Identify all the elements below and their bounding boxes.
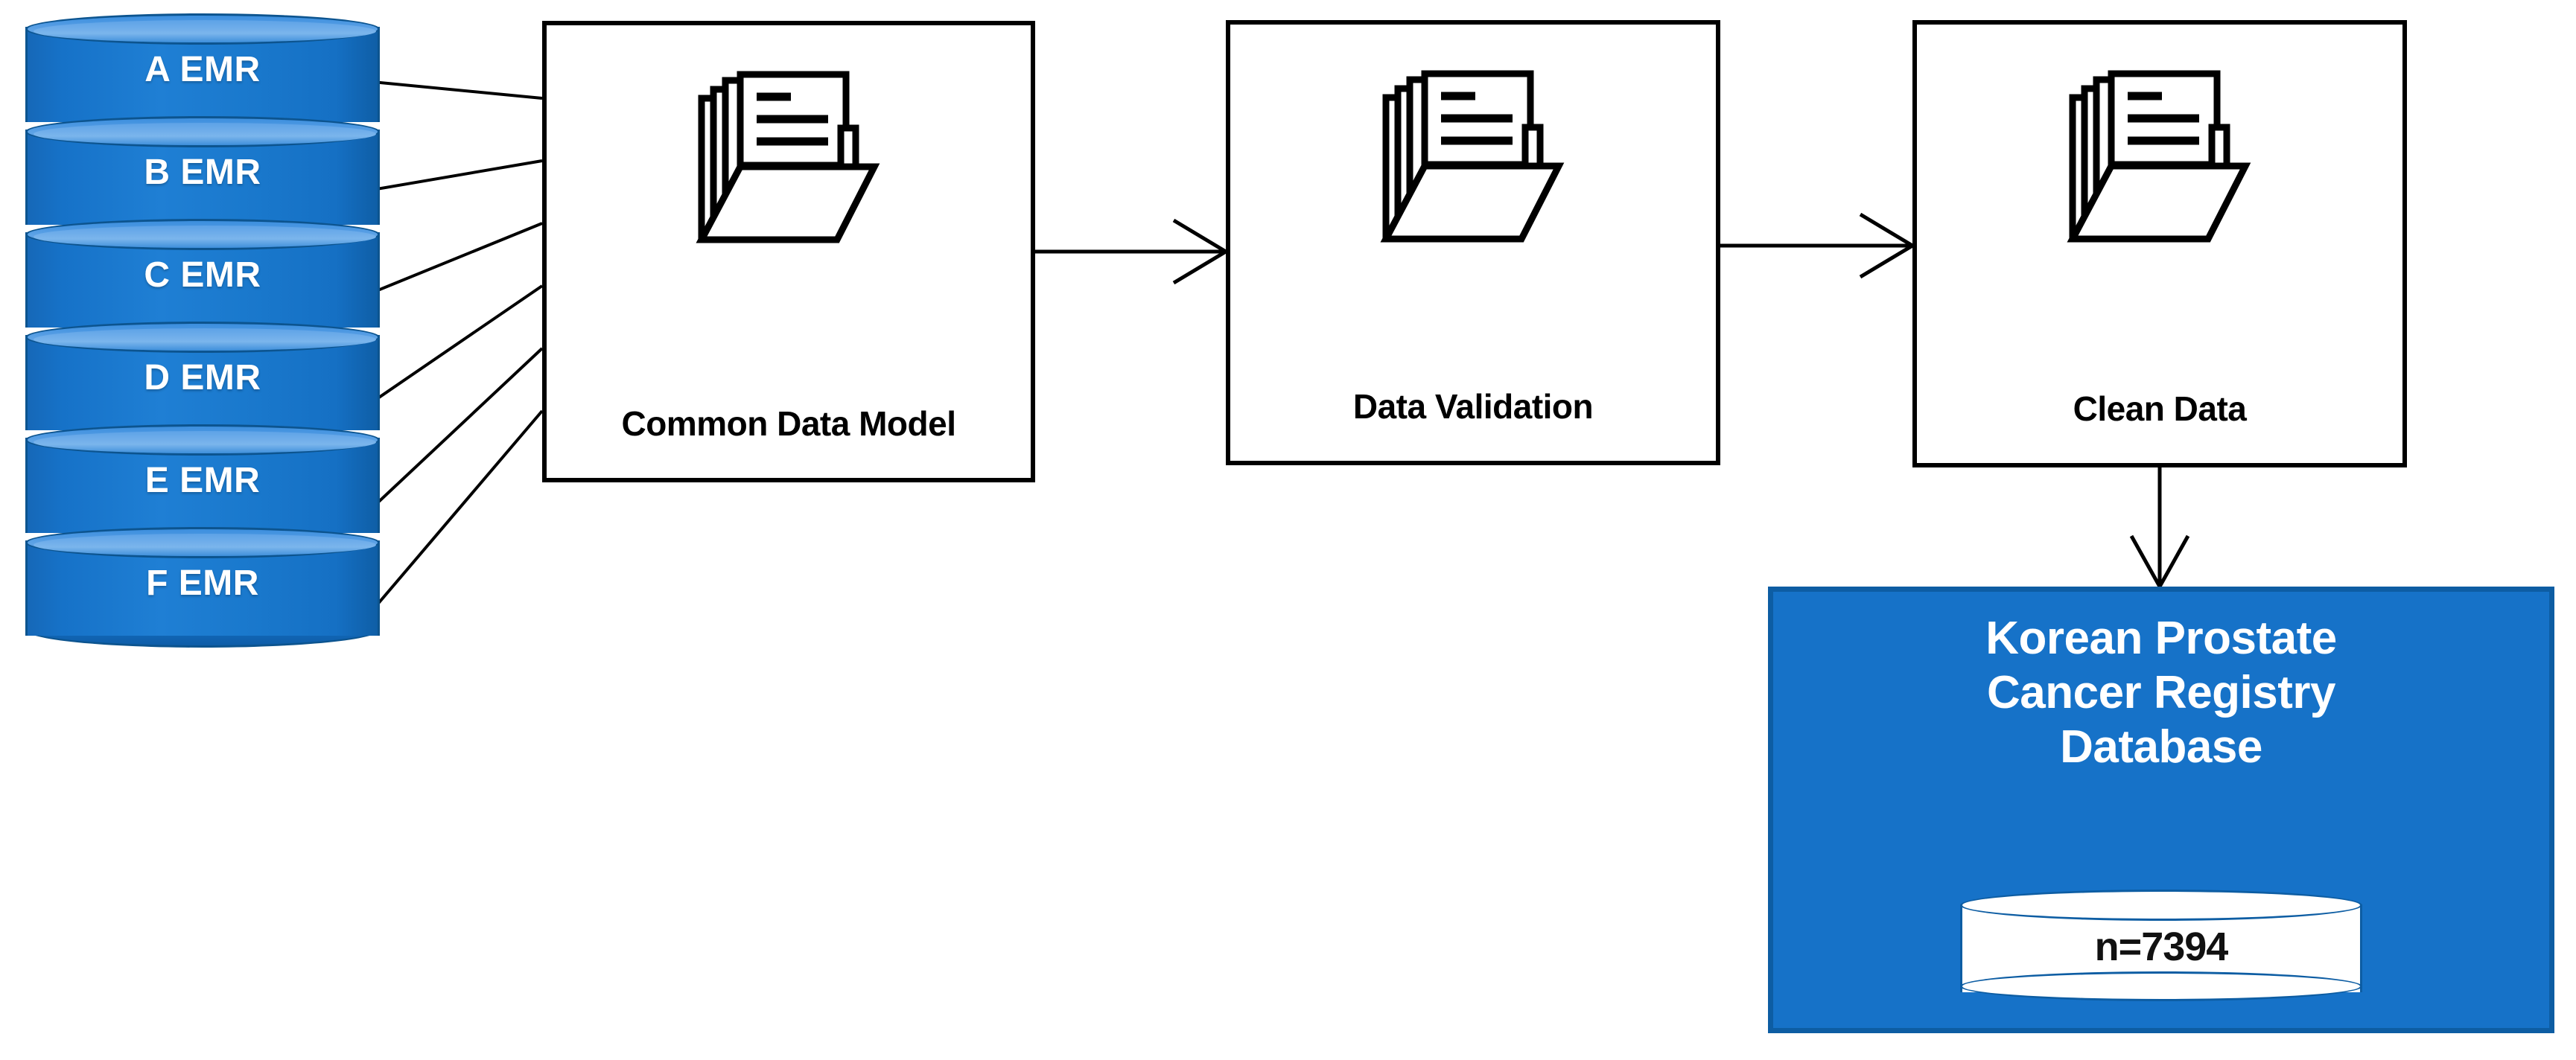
connector-e-emr <box>371 347 544 509</box>
emr-cylinder-cap <box>25 219 380 250</box>
connector-b-emr <box>372 159 543 191</box>
arrow-cdm-to-validation <box>1035 218 1230 285</box>
process-label-clean-data: Clean Data <box>2073 389 2247 428</box>
registry-title: Korean Prostate Cancer Registry Database <box>1773 611 2549 774</box>
process-label-data-validation: Data Validation <box>1352 387 1594 426</box>
registry-title-line-2: Cancer Registry <box>1986 667 2336 719</box>
registry-cylinder-top <box>1960 890 2362 921</box>
emr-cylinder-d[interactable]: D EMR <box>25 322 380 430</box>
emr-source-stack: A EMR B EMR C EMR D EMR E EMR F EMR <box>25 13 380 648</box>
folder-with-documents-icon <box>688 54 889 269</box>
registry-count-label: n=7394 <box>2094 925 2229 969</box>
emr-cylinder-b[interactable]: B EMR <box>25 116 380 225</box>
process-label-common-data-model: Common Data Model <box>621 404 956 443</box>
emr-cylinder-cap <box>25 116 380 147</box>
emr-cylinder-cap <box>25 527 380 558</box>
process-box-data-validation[interactable]: Data Validation <box>1226 20 1720 465</box>
folder-with-documents-icon <box>2059 53 2260 269</box>
connector-d-emr <box>371 284 544 403</box>
connector-c-emr <box>372 222 543 294</box>
registry-title-line-1: Korean Prostate <box>1985 613 2337 664</box>
registry-count-cylinder: n=7394 <box>1960 890 2362 1001</box>
process-box-clean-data[interactable]: Clean Data <box>1912 20 2407 467</box>
process-box-common-data-model[interactable]: Common Data Model <box>542 21 1035 482</box>
registry-title-line-3: Database <box>2060 721 2262 773</box>
emr-cylinder-cap <box>25 424 380 456</box>
registry-cylinder-bottom <box>1960 971 2362 1001</box>
connector-f-emr <box>371 409 544 612</box>
arrow-validation-to-clean <box>1720 212 1916 279</box>
emr-cylinder-f[interactable]: F EMR <box>25 527 380 636</box>
emr-cylinder-cap <box>25 13 380 45</box>
connector-a-emr <box>372 80 543 100</box>
emr-cylinder-cap <box>25 322 380 353</box>
emr-cylinder-e[interactable]: E EMR <box>25 424 380 533</box>
arrow-clean-to-registry <box>2129 467 2190 591</box>
emr-cylinder-a[interactable]: A EMR <box>25 13 380 122</box>
folder-with-documents-icon <box>1373 53 1574 269</box>
registry-database-box[interactable]: Korean Prostate Cancer Registry Database… <box>1768 587 2554 1033</box>
emr-cylinder-c[interactable]: C EMR <box>25 219 380 328</box>
